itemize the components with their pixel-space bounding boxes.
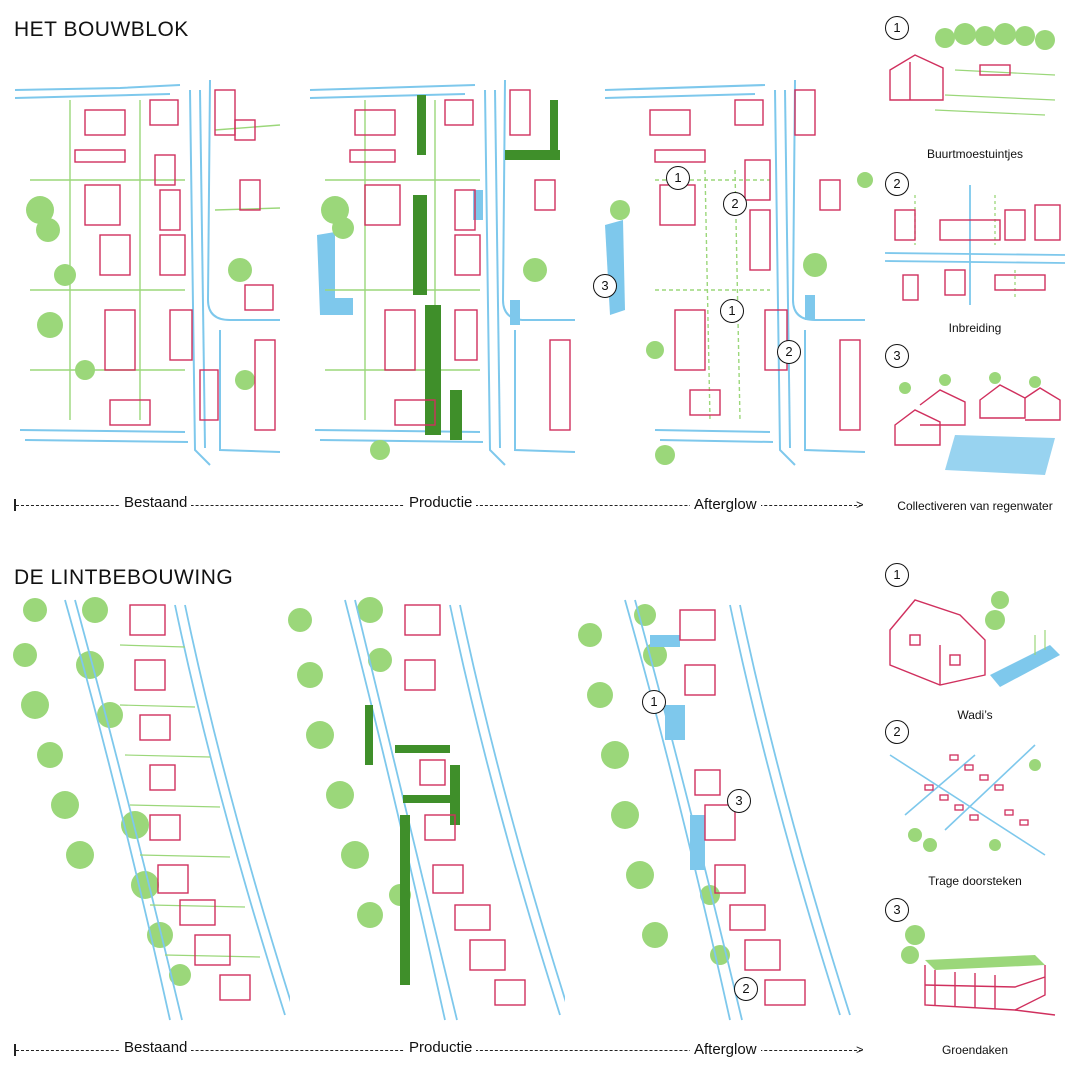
detail-number-lint-3: 3 [885,898,909,922]
marker-bouwblok-3: 3 [593,274,617,298]
caption-wadis: Wadi’s [957,708,993,722]
detail-number-lint-1: 1 [885,563,909,587]
timeline-start-tick-2 [14,1044,16,1056]
timeline-arrow-icon-2: > [856,1042,864,1057]
caption-regenwater: Collectiveren van regenwater [897,499,1053,513]
sketch-wadis [889,591,1060,687]
detail-number-bouwblok-3: 3 [885,344,909,368]
marker-lint-3: 3 [727,789,751,813]
sketch-groendaken [901,925,1056,1016]
marker-lint-2: 2 [734,977,758,1001]
timeline-label-bestaand-2: Bestaand [120,1039,192,1056]
marker-bouwblok-2b: 2 [777,340,801,364]
marker-bouwblok-1b: 1 [720,299,744,323]
caption-trage-doorsteken: Trage doorsteken [928,874,1022,888]
map-lint-afterglow [578,599,851,1021]
map-bouwblok-afterglow [604,79,873,466]
map-bouwblok-bestaand [14,79,281,466]
timeline-label-afterglow: Afterglow [690,496,761,513]
sketch-regenwater [894,372,1061,475]
detail-number-lint-2: 2 [885,720,909,744]
sketch-trage-doorsteken [889,744,1046,856]
detail-number-bouwblok-1: 1 [885,16,909,40]
timeline-arrow-icon: > [856,497,864,512]
timeline-label-productie-2: Productie [405,1039,477,1056]
timeline-label-bestaand: Bestaand [120,494,192,511]
timeline-label-productie: Productie [405,494,477,511]
section-title-lintbebouwing: DE LINTBEBOUWING [14,566,234,589]
timeline-start-tick [14,499,16,511]
sketch-inbreiding [885,185,1065,305]
map-lint-bestaand [13,597,290,1021]
caption-buurtmoestuintjes: Buurtmoestuintjes [926,147,1024,161]
section-title-bouwblok: HET BOUWBLOK [14,18,189,41]
detail-number-bouwblok-2: 2 [885,172,909,196]
sketch-buurtmoestuintjes [889,23,1056,116]
timeline-label-afterglow-2: Afterglow [690,1041,761,1058]
caption-groendaken: Groendaken [941,1043,1009,1057]
caption-inbreiding: Inbreiding [948,321,1002,335]
map-lint-productie [288,597,565,1021]
map-bouwblok-productie [309,79,576,466]
marker-bouwblok-1a: 1 [666,166,690,190]
marker-bouwblok-2a: 2 [723,192,747,216]
marker-lint-1: 1 [642,690,666,714]
